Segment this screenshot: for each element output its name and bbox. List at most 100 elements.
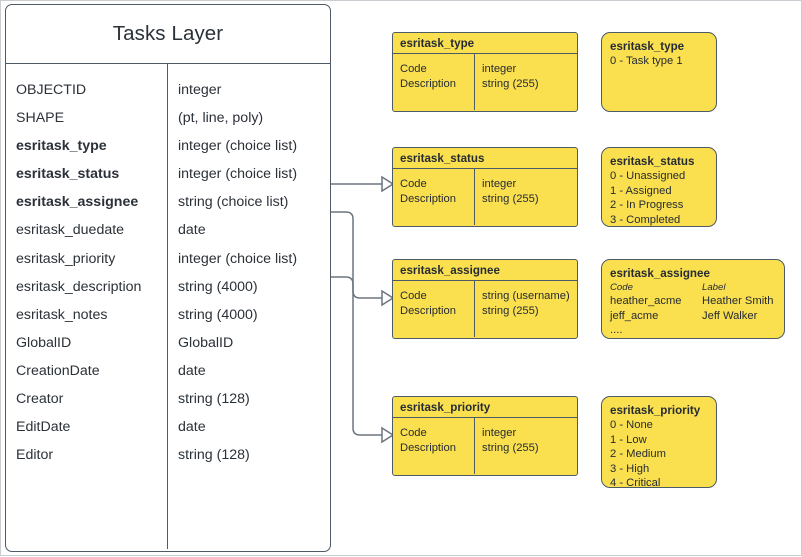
- tasks-layer-body: OBJECTID SHAPE esritask_type esritask_st…: [6, 64, 330, 549]
- field-type: integer (choice list): [178, 250, 298, 267]
- field-type: date: [178, 419, 206, 436]
- domain-type: integer: [482, 427, 517, 439]
- field-type: date: [178, 362, 206, 379]
- domain-field: Description: [400, 77, 456, 90]
- value-item: 4 - Critical: [610, 477, 661, 490]
- value-box-esritask-status[interactable]: esritask_status 0 - Unassigned 1 - Assig…: [601, 147, 717, 227]
- domain-type-column: integer string (255): [475, 54, 577, 110]
- connector-assignee: [331, 211, 382, 299]
- value-box-title: esritask_priority: [610, 404, 701, 417]
- domain-table-esritask-type[interactable]: esritask_type Code Description integer s…: [392, 32, 578, 112]
- field-name: OBJECTID: [16, 82, 87, 98]
- tasks-layer-table[interactable]: Tasks Layer OBJECTID SHAPE esritask_type…: [5, 4, 331, 552]
- field-type: string (4000): [178, 278, 258, 295]
- field-name: esritask_duedate: [16, 222, 125, 239]
- domain-type: string (255): [482, 304, 539, 317]
- field-type: integer (choice list): [178, 166, 298, 183]
- field-name: Editor: [16, 447, 54, 464]
- value-box-esritask-type[interactable]: esritask_type 0 - Task type 1: [601, 32, 717, 112]
- field-type: string (128): [178, 391, 250, 408]
- domain-field: Code: [400, 427, 427, 439]
- field-type: integer (choice list): [178, 138, 298, 155]
- field-type: date: [178, 222, 206, 239]
- value-code: heather_acme: [610, 295, 682, 307]
- subheader-code: Code: [610, 282, 633, 293]
- domain-field: Code: [400, 63, 427, 75]
- domain-type: integer: [482, 178, 517, 190]
- domain-type-column: integer string (255): [475, 418, 577, 474]
- value-item: 0 - Task type 1: [610, 55, 683, 67]
- domain-field: Description: [400, 192, 456, 205]
- value-box-title: esritask_assignee: [610, 267, 710, 280]
- value-item: 0 - Unassigned: [610, 170, 686, 182]
- value-item: 2 - In Progress: [610, 199, 684, 212]
- value-pair: heather_acme Heather Smith: [610, 294, 776, 309]
- domain-table-esritask-status[interactable]: esritask_status Code Description integer…: [392, 147, 578, 227]
- field-name: esritask_assignee: [16, 194, 139, 211]
- domain-field-column: Code Description: [393, 281, 475, 337]
- domain-type: string (username): [482, 290, 570, 302]
- connector-priority: [331, 276, 382, 436]
- value-box-title: esritask_status: [610, 155, 695, 168]
- field-name-column: OBJECTID SHAPE esritask_type esritask_st…: [6, 64, 168, 549]
- value-item: 0 - None: [610, 419, 653, 431]
- field-name: esritask_description: [16, 278, 142, 295]
- value-item: 3 - Completed: [610, 213, 681, 226]
- domain-field: Code: [400, 290, 427, 302]
- value-pair: jeff_acme Jeff Walker: [610, 309, 776, 324]
- domain-type: string (255): [482, 77, 539, 90]
- domain-type-column: integer string (255): [475, 169, 577, 225]
- value-box-title: esritask_type: [610, 40, 685, 53]
- value-item: 1 - Low: [610, 433, 647, 446]
- field-type-column: integer (pt, line, poly) integer (choice…: [168, 64, 330, 549]
- domain-table-title: esritask_assignee: [393, 260, 577, 281]
- field-name: EditDate: [16, 419, 71, 436]
- value-label: Heather Smith: [702, 295, 774, 307]
- field-type: GlobalID: [178, 334, 234, 351]
- field-name: esritask_type: [16, 138, 107, 155]
- value-code: ....: [610, 324, 623, 337]
- domain-table-body: Code Description integer string (255): [393, 54, 577, 110]
- domain-table-title: esritask_type: [393, 33, 577, 54]
- field-type: string (128): [178, 447, 250, 464]
- domain-type-column: string (username) string (255): [475, 281, 577, 337]
- domain-table-body: Code Description integer string (255): [393, 169, 577, 225]
- value-item: 2 - Medium: [610, 448, 666, 461]
- domain-table-title: esritask_status: [393, 148, 577, 169]
- value-label: Jeff Walker: [702, 309, 758, 322]
- field-name: CreationDate: [16, 362, 100, 379]
- field-name: GlobalID: [16, 334, 72, 351]
- field-type: string (4000): [178, 306, 258, 323]
- value-box-subheader: Code Label: [610, 281, 776, 294]
- value-item: 3 - High: [610, 462, 650, 475]
- domain-field-column: Code Description: [393, 169, 475, 225]
- field-name: Creator: [16, 391, 64, 408]
- value-box-esritask-priority[interactable]: esritask_priority 0 - None 1 - Low 2 - M…: [601, 396, 717, 490]
- page-title: Tasks Layer: [6, 5, 330, 64]
- value-pair: ....: [610, 323, 776, 338]
- domain-table-body: Code Description string (username) strin…: [393, 281, 577, 337]
- field-name: SHAPE: [16, 110, 65, 127]
- field-type: integer: [178, 82, 222, 98]
- field-name: esritask_status: [16, 166, 120, 183]
- domain-table-esritask-assignee[interactable]: esritask_assignee Code Description strin…: [392, 259, 578, 339]
- domain-type: string (255): [482, 192, 539, 205]
- domain-table-body: Code Description integer string (255): [393, 418, 577, 474]
- domain-table-esritask-priority[interactable]: esritask_priority Code Description integ…: [392, 396, 578, 476]
- value-code: jeff_acme: [610, 309, 659, 322]
- domain-field: Code: [400, 178, 427, 190]
- domain-field: Description: [400, 304, 456, 317]
- domain-field-column: Code Description: [393, 54, 475, 110]
- subheader-label: Label: [702, 282, 726, 293]
- domain-type: integer: [482, 63, 517, 75]
- field-name: esritask_notes: [16, 306, 108, 323]
- domain-field-column: Code Description: [393, 418, 475, 474]
- value-item: 1 - Assigned: [610, 184, 672, 197]
- field-name: esritask_priority: [16, 250, 116, 267]
- field-type: string (choice list): [178, 194, 289, 211]
- value-box-esritask-assignee[interactable]: esritask_assignee Code Label heather_acm…: [601, 259, 785, 339]
- domain-field: Description: [400, 441, 456, 454]
- domain-type: string (255): [482, 441, 539, 454]
- domain-table-title: esritask_priority: [393, 397, 577, 418]
